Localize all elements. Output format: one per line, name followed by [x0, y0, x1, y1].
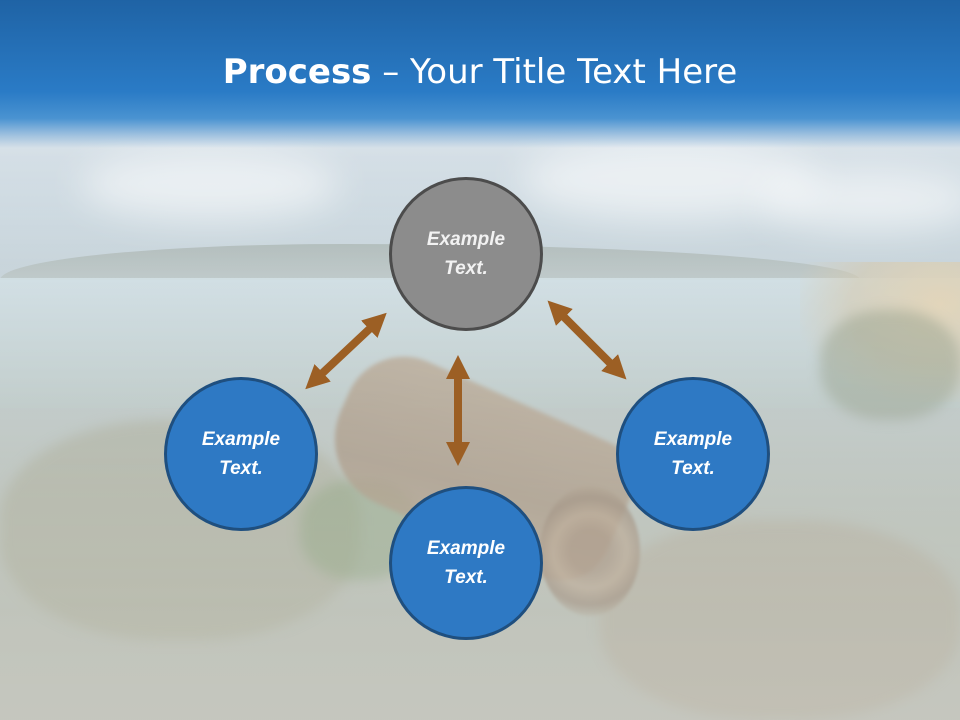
slide-title: Process – Your Title Text Here: [0, 52, 960, 92]
title-bar: [0, 0, 960, 148]
title-rest: – Your Title Text Here: [371, 52, 738, 92]
node-top: Example Text.: [389, 177, 543, 331]
node-left: Example Text.: [164, 377, 318, 531]
double-arrow-top-right: [547, 300, 627, 380]
double-arrow-top-left: [305, 312, 387, 390]
title-bold: Process: [222, 52, 372, 92]
node-right: Example Text.: [616, 377, 770, 531]
node-bottom: Example Text.: [389, 486, 543, 640]
